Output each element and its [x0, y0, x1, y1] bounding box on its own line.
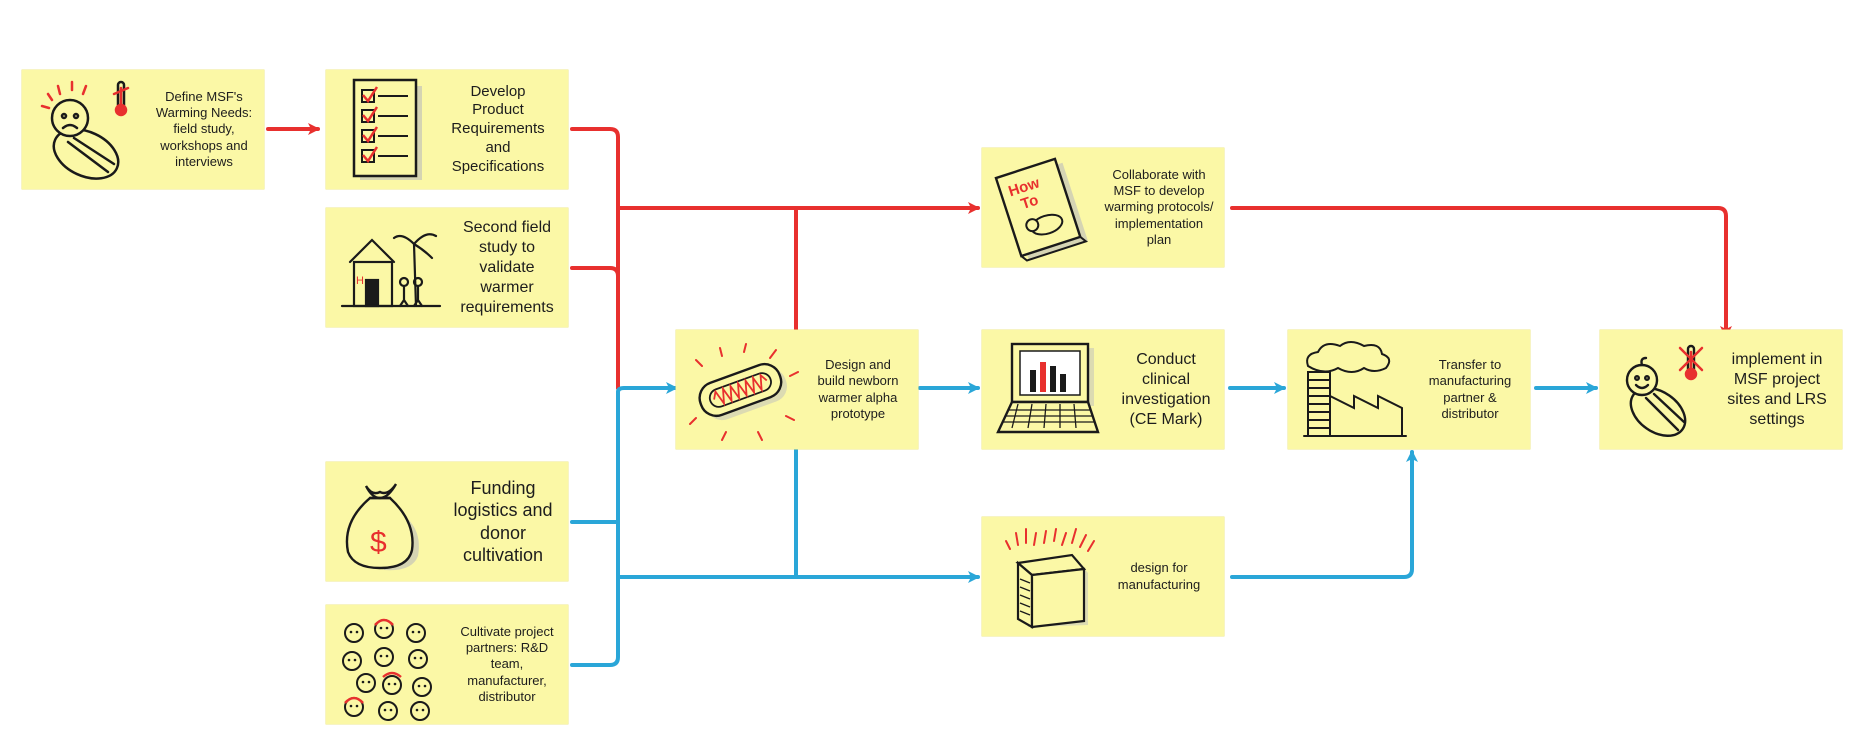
money-bag-icon: $	[345, 483, 419, 571]
node-partners: Cultivate project partners: R&D team, ma…	[326, 605, 568, 724]
arrow-protocols-to-implement	[1230, 206, 1732, 338]
happy-baby-thermometer-icon	[1625, 344, 1704, 437]
node-funding-label: Funding logistics and donor cultivation	[453, 477, 553, 566]
svg-text:To: To	[1019, 192, 1041, 213]
node-clinical-label: Conduct clinical investigation (CE Mark)	[1121, 350, 1211, 428]
node-implement-label: implement in MSF project sites and LRS s…	[1727, 350, 1827, 428]
node-partners-label: Cultivate project partners: R&D team, ma…	[460, 623, 554, 704]
village-house-icon: H	[340, 233, 442, 308]
svg-text:H: H	[356, 275, 364, 287]
people-faces-icon	[342, 618, 432, 721]
node-dfm-label: design for manufacturing	[1117, 560, 1201, 592]
arrow-dfm-to-transfer	[1230, 450, 1418, 579]
node-implement: implement in MSF project sites and LRS s…	[1600, 330, 1842, 449]
node-define-needs-label: Define MSF's Warming Needs: field study,…	[155, 88, 253, 169]
node-requirements-label: Develop Product Requirements and Specifi…	[451, 82, 545, 175]
node-requirements: Develop Product Requirements and Specifi…	[326, 70, 568, 189]
warmer-tray-icon	[689, 343, 799, 441]
checklist-icon	[352, 78, 422, 180]
connector-requirements	[570, 127, 620, 390]
connector-partners	[570, 390, 620, 667]
node-dfm: design for manufacturing	[982, 517, 1224, 636]
node-transfer: Transfer to manufacturing partner & dist…	[1288, 330, 1530, 449]
node-prototype: Design and build newborn warmer alpha pr…	[676, 330, 918, 449]
node-prototype-label: Design and build newborn warmer alpha pr…	[817, 357, 899, 421]
node-define-needs: Define MSF's Warming Needs: field study,…	[22, 70, 264, 189]
swaddled-baby-thermometer-icon	[40, 80, 130, 180]
node-clinical: Conduct clinical investigation (CE Mark)	[982, 330, 1224, 449]
connector-second-study	[570, 266, 620, 390]
how-to-book-icon: How To	[994, 157, 1089, 262]
node-second-study-label: Second field study to validate warmer re…	[460, 218, 554, 316]
svg-text:$: $	[370, 526, 387, 559]
node-funding: $ Funding logistics and donor cultivatio…	[326, 462, 568, 581]
factory-icon	[1303, 341, 1407, 437]
product-box-icon	[1005, 528, 1095, 629]
node-protocols: How To Collaborate with MSF to develop w…	[982, 148, 1224, 267]
node-protocols-label: Collaborate with MSF to develop warming …	[1104, 166, 1214, 247]
arrow-to-prototype	[616, 382, 678, 394]
laptop-chart-icon	[996, 342, 1100, 434]
node-second-study: H Second field study to validate warmer …	[326, 208, 568, 327]
node-transfer-label: Transfer to manufacturing partner & dist…	[1428, 357, 1512, 421]
